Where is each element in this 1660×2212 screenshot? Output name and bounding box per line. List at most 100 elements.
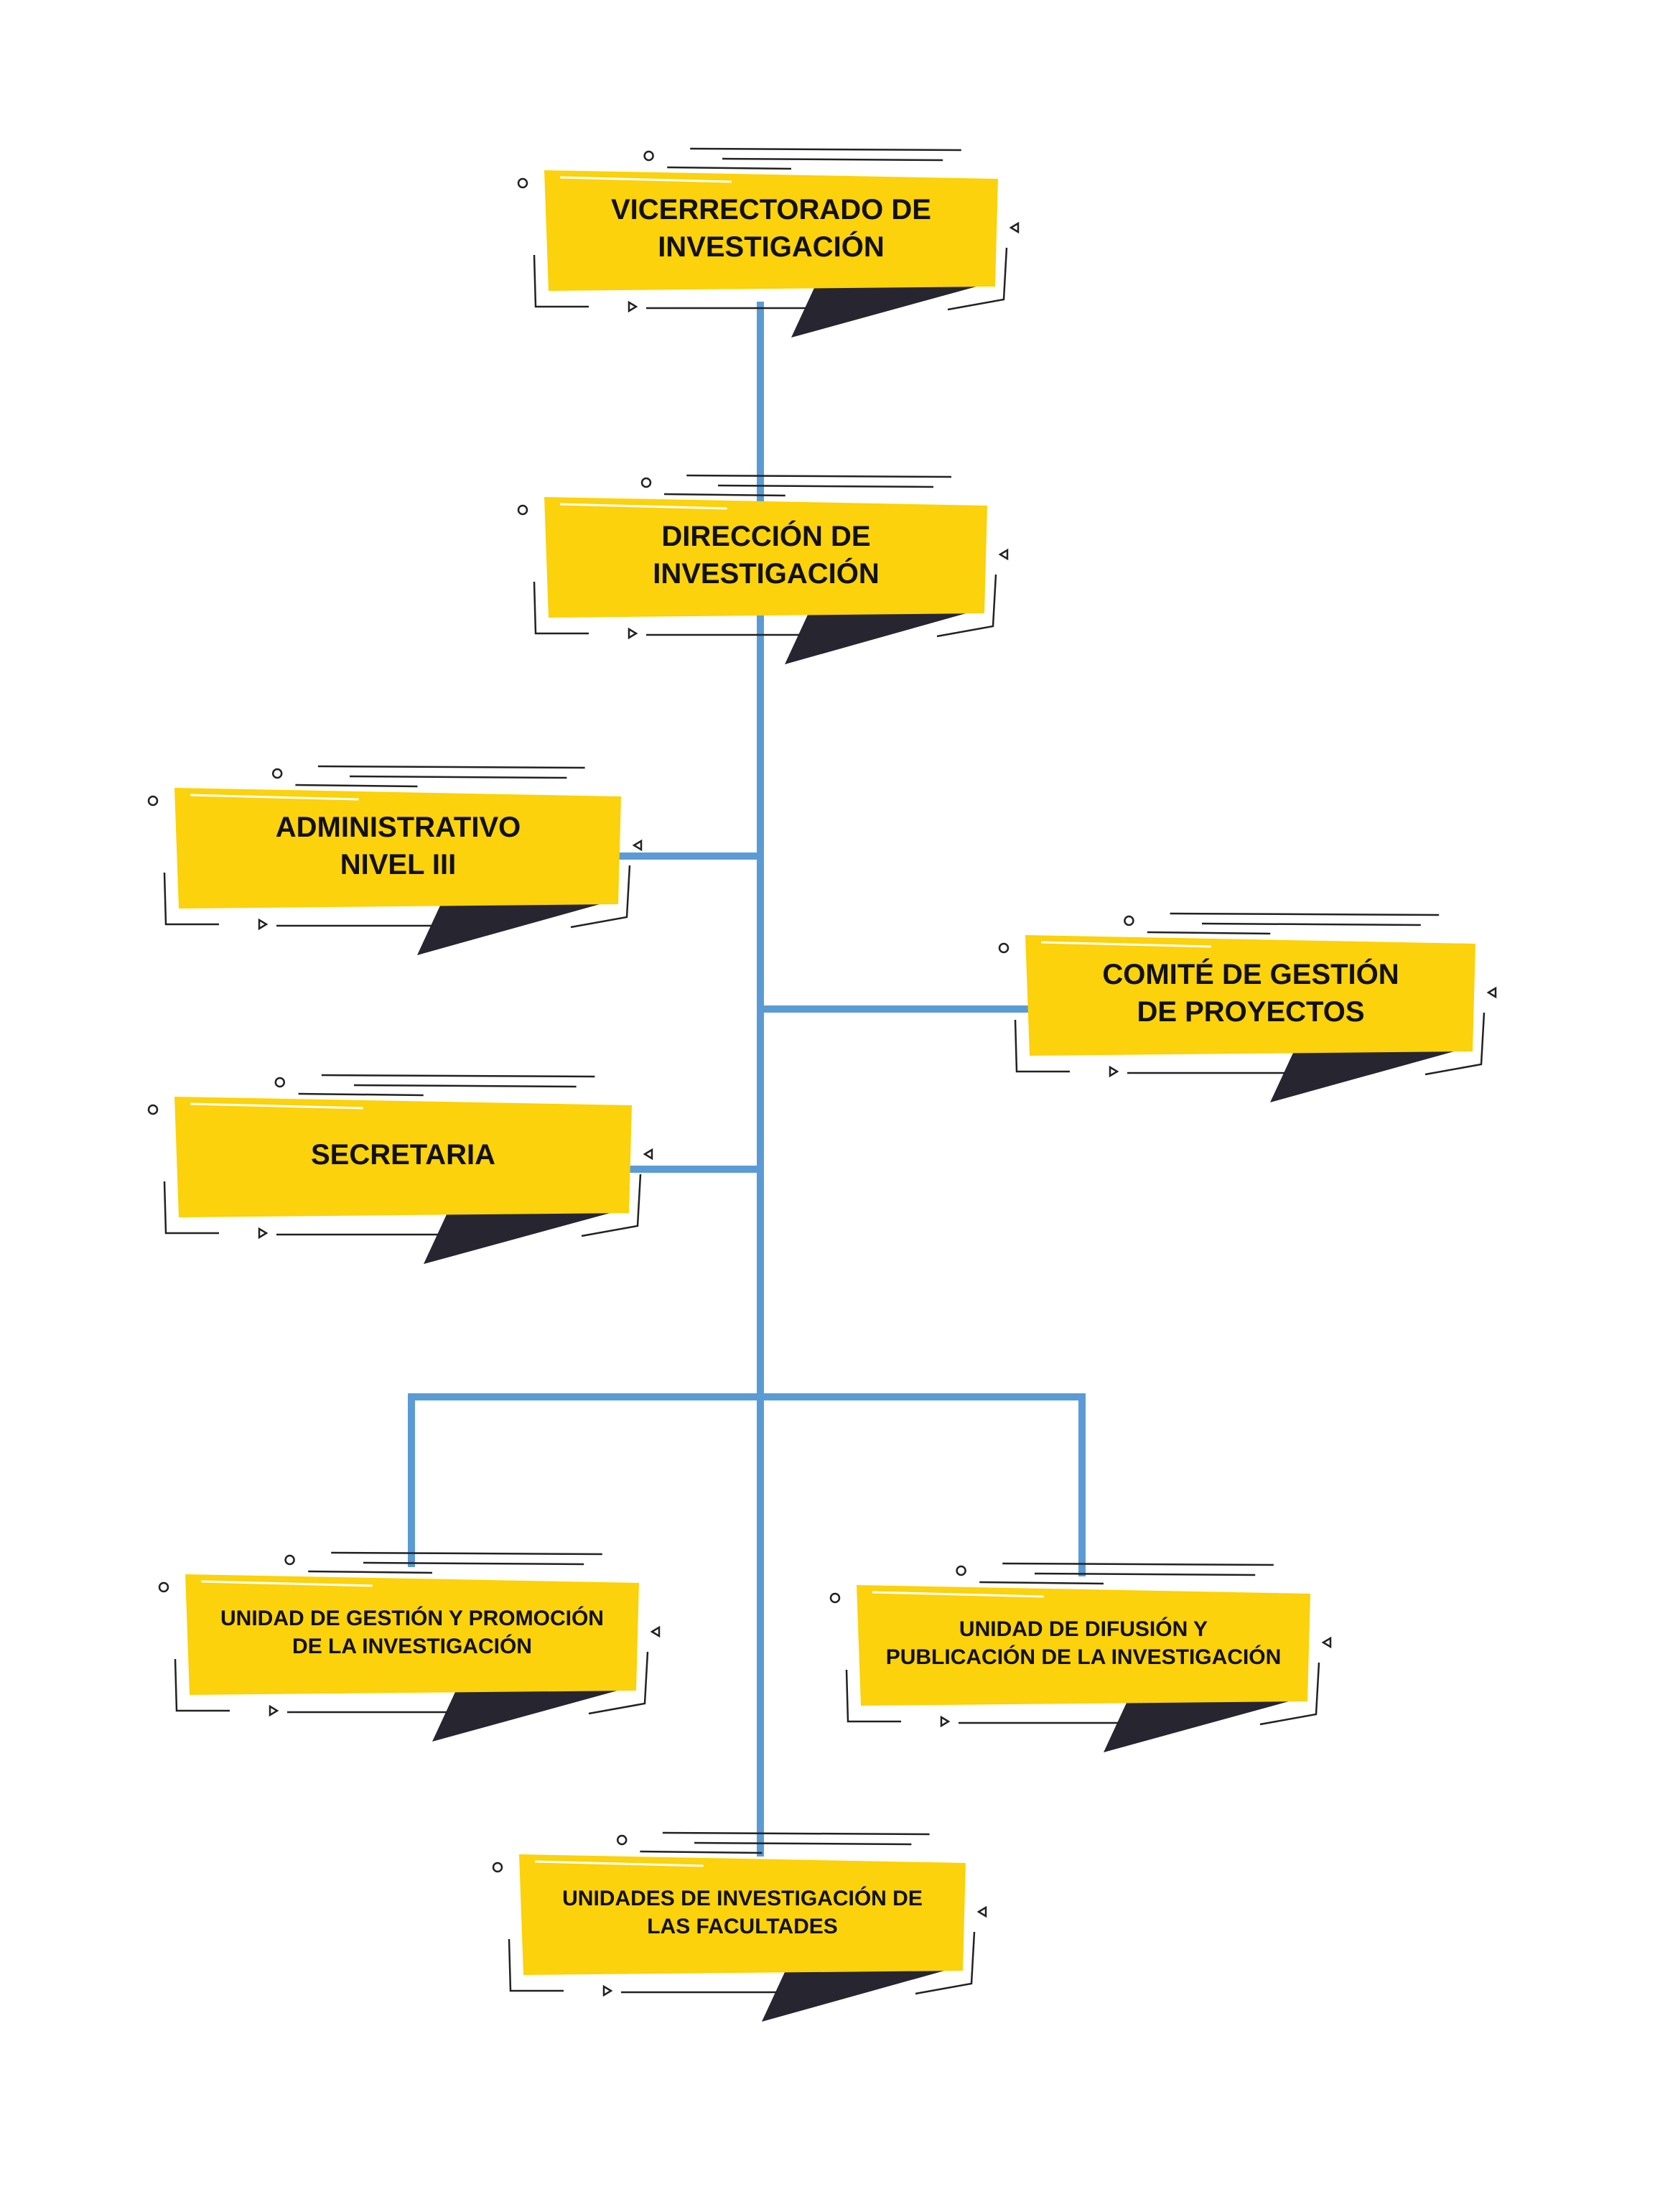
ribbon-highlight	[559, 503, 727, 510]
ribbon-tail	[1104, 1697, 1305, 1752]
deco-line-top	[1002, 1562, 1274, 1566]
ribbon-outline-left	[845, 1669, 901, 1723]
node-label-line1: UNIDAD DE GESTIÓN Y PROMOCIÓN	[220, 1606, 604, 1630]
node-label-line2: LAS FACULTADES	[647, 1914, 838, 1938]
deco-line-top	[353, 1084, 577, 1088]
deco-line-top	[298, 1092, 424, 1097]
node-label: COMITÉ DE GESTIÓN DE PROYECTOS	[1032, 944, 1469, 1041]
node-label-line1: UNIDADES DE INVESTIGACIÓN DE	[562, 1886, 923, 1910]
node-label-line1: DIRECCIÓN DE	[661, 520, 871, 552]
node-label-line1: ADMINISTRATIVO	[275, 811, 521, 843]
ribbon-tail	[424, 1209, 626, 1264]
ribbon-outline-left	[163, 1181, 219, 1235]
ribbon-tail	[1270, 1047, 1470, 1102]
ribbon-outline-left	[533, 254, 589, 308]
triangle-icon	[258, 1227, 269, 1240]
ribbon-outline-right	[936, 574, 997, 638]
ribbon-outline-right	[581, 1174, 642, 1237]
triangle-icon	[1109, 1065, 1119, 1078]
ribbon-box	[519, 1854, 966, 1975]
deco-line-top	[331, 1551, 602, 1556]
deco-line-top	[640, 1850, 763, 1854]
deco-line-top	[308, 1570, 433, 1574]
ribbon-box	[544, 497, 987, 618]
connector-unidad-gestion-drop	[408, 1393, 415, 1567]
deco-line-top	[662, 1831, 930, 1836]
ribbon-outline-left	[533, 581, 589, 635]
ribbon-highlight	[872, 1591, 1044, 1598]
triangle-icon	[650, 1625, 661, 1638]
circle-icon	[640, 477, 652, 488]
node-label-line2: NIVEL III	[340, 848, 457, 880]
ribbon-shape	[492, 1831, 987, 2022]
deco-line-top	[717, 484, 934, 488]
triangle-icon	[632, 839, 643, 852]
circle-icon	[616, 1834, 628, 1846]
triangle-icon	[602, 1984, 613, 1997]
ribbon-box	[544, 170, 998, 291]
ribbon-shape	[147, 765, 643, 955]
deco-line-top	[1147, 931, 1271, 935]
ribbon-outline-left	[174, 1658, 230, 1712]
deco-line-top	[1201, 922, 1421, 926]
ribbon-outline-left	[1014, 1019, 1070, 1073]
triangle-icon	[628, 300, 638, 313]
deco-line-top	[722, 157, 943, 162]
triangle-icon	[628, 627, 638, 640]
ribbon-shape	[517, 147, 1020, 338]
connector-administrativo	[614, 852, 760, 860]
ribbon-outline-left	[163, 872, 219, 926]
deco-line-top	[295, 784, 418, 788]
ribbon-outline-right	[915, 1931, 976, 1995]
ribbon-outline-right	[570, 865, 631, 929]
deco-line-top	[667, 166, 792, 170]
circle-icon	[147, 1104, 159, 1115]
ribbon-shape	[147, 1074, 653, 1264]
ribbon-outline-right	[1259, 1662, 1320, 1726]
ribbon-shape	[517, 474, 1009, 664]
node-label-line2: PUBLICACIÓN DE LA INVESTIGACIÓN	[885, 1645, 1282, 1669]
deco-line-top	[690, 147, 961, 152]
node-label-line1: COMITÉ DE GESTIÓN	[1102, 958, 1399, 990]
circle-icon	[147, 795, 159, 807]
node-label-line1: UNIDAD DE DIFUSIÓN Y	[959, 1617, 1208, 1641]
deco-line-top	[363, 1561, 584, 1566]
ribbon-highlight	[190, 1102, 363, 1110]
ribbon-shape	[829, 1562, 1332, 1752]
circle-icon	[492, 1862, 503, 1873]
node-label-line2: DE PROYECTOS	[1137, 995, 1365, 1028]
triangle-icon	[258, 918, 269, 931]
node-label: ADMINISTRATIVO NIVEL III	[182, 797, 615, 894]
triangle-icon	[1486, 986, 1497, 999]
ribbon-tail	[762, 1966, 960, 2022]
triangle-icon	[998, 548, 1009, 561]
triangle-icon	[269, 1704, 279, 1717]
ribbon-highlight	[1040, 941, 1211, 948]
node-label-line1: SECRETARIA	[310, 1138, 496, 1171]
triangle-icon	[1009, 221, 1020, 234]
deco-line-top	[694, 1841, 912, 1846]
node-label-line2: INVESTIGACIÓN	[658, 231, 885, 263]
circle-icon	[643, 150, 654, 162]
ribbon-highlight	[534, 1860, 704, 1867]
deco-line-top	[317, 765, 585, 769]
circle-icon	[517, 504, 528, 516]
circle-icon	[956, 1565, 966, 1576]
ribbon-box	[185, 1574, 639, 1695]
ribbon-tail	[791, 282, 992, 338]
circle-icon	[158, 1581, 169, 1593]
node-label: UNIDAD DE DIFUSIÓN Y PUBLICACIÓN DE LA IN…	[864, 1594, 1303, 1691]
connector-secretaria	[621, 1166, 760, 1173]
circle-icon	[284, 1554, 295, 1566]
circle-icon	[274, 1077, 286, 1088]
node-label-line1: VICERRECTORADO DE	[611, 193, 931, 226]
triangle-icon	[643, 1148, 653, 1161]
ribbon-highlight	[200, 1580, 373, 1587]
ribbon-outline-right	[947, 247, 1008, 311]
deco-line-top	[979, 1581, 1104, 1585]
deco-line-top	[663, 493, 785, 497]
deco-line-top	[349, 775, 567, 779]
